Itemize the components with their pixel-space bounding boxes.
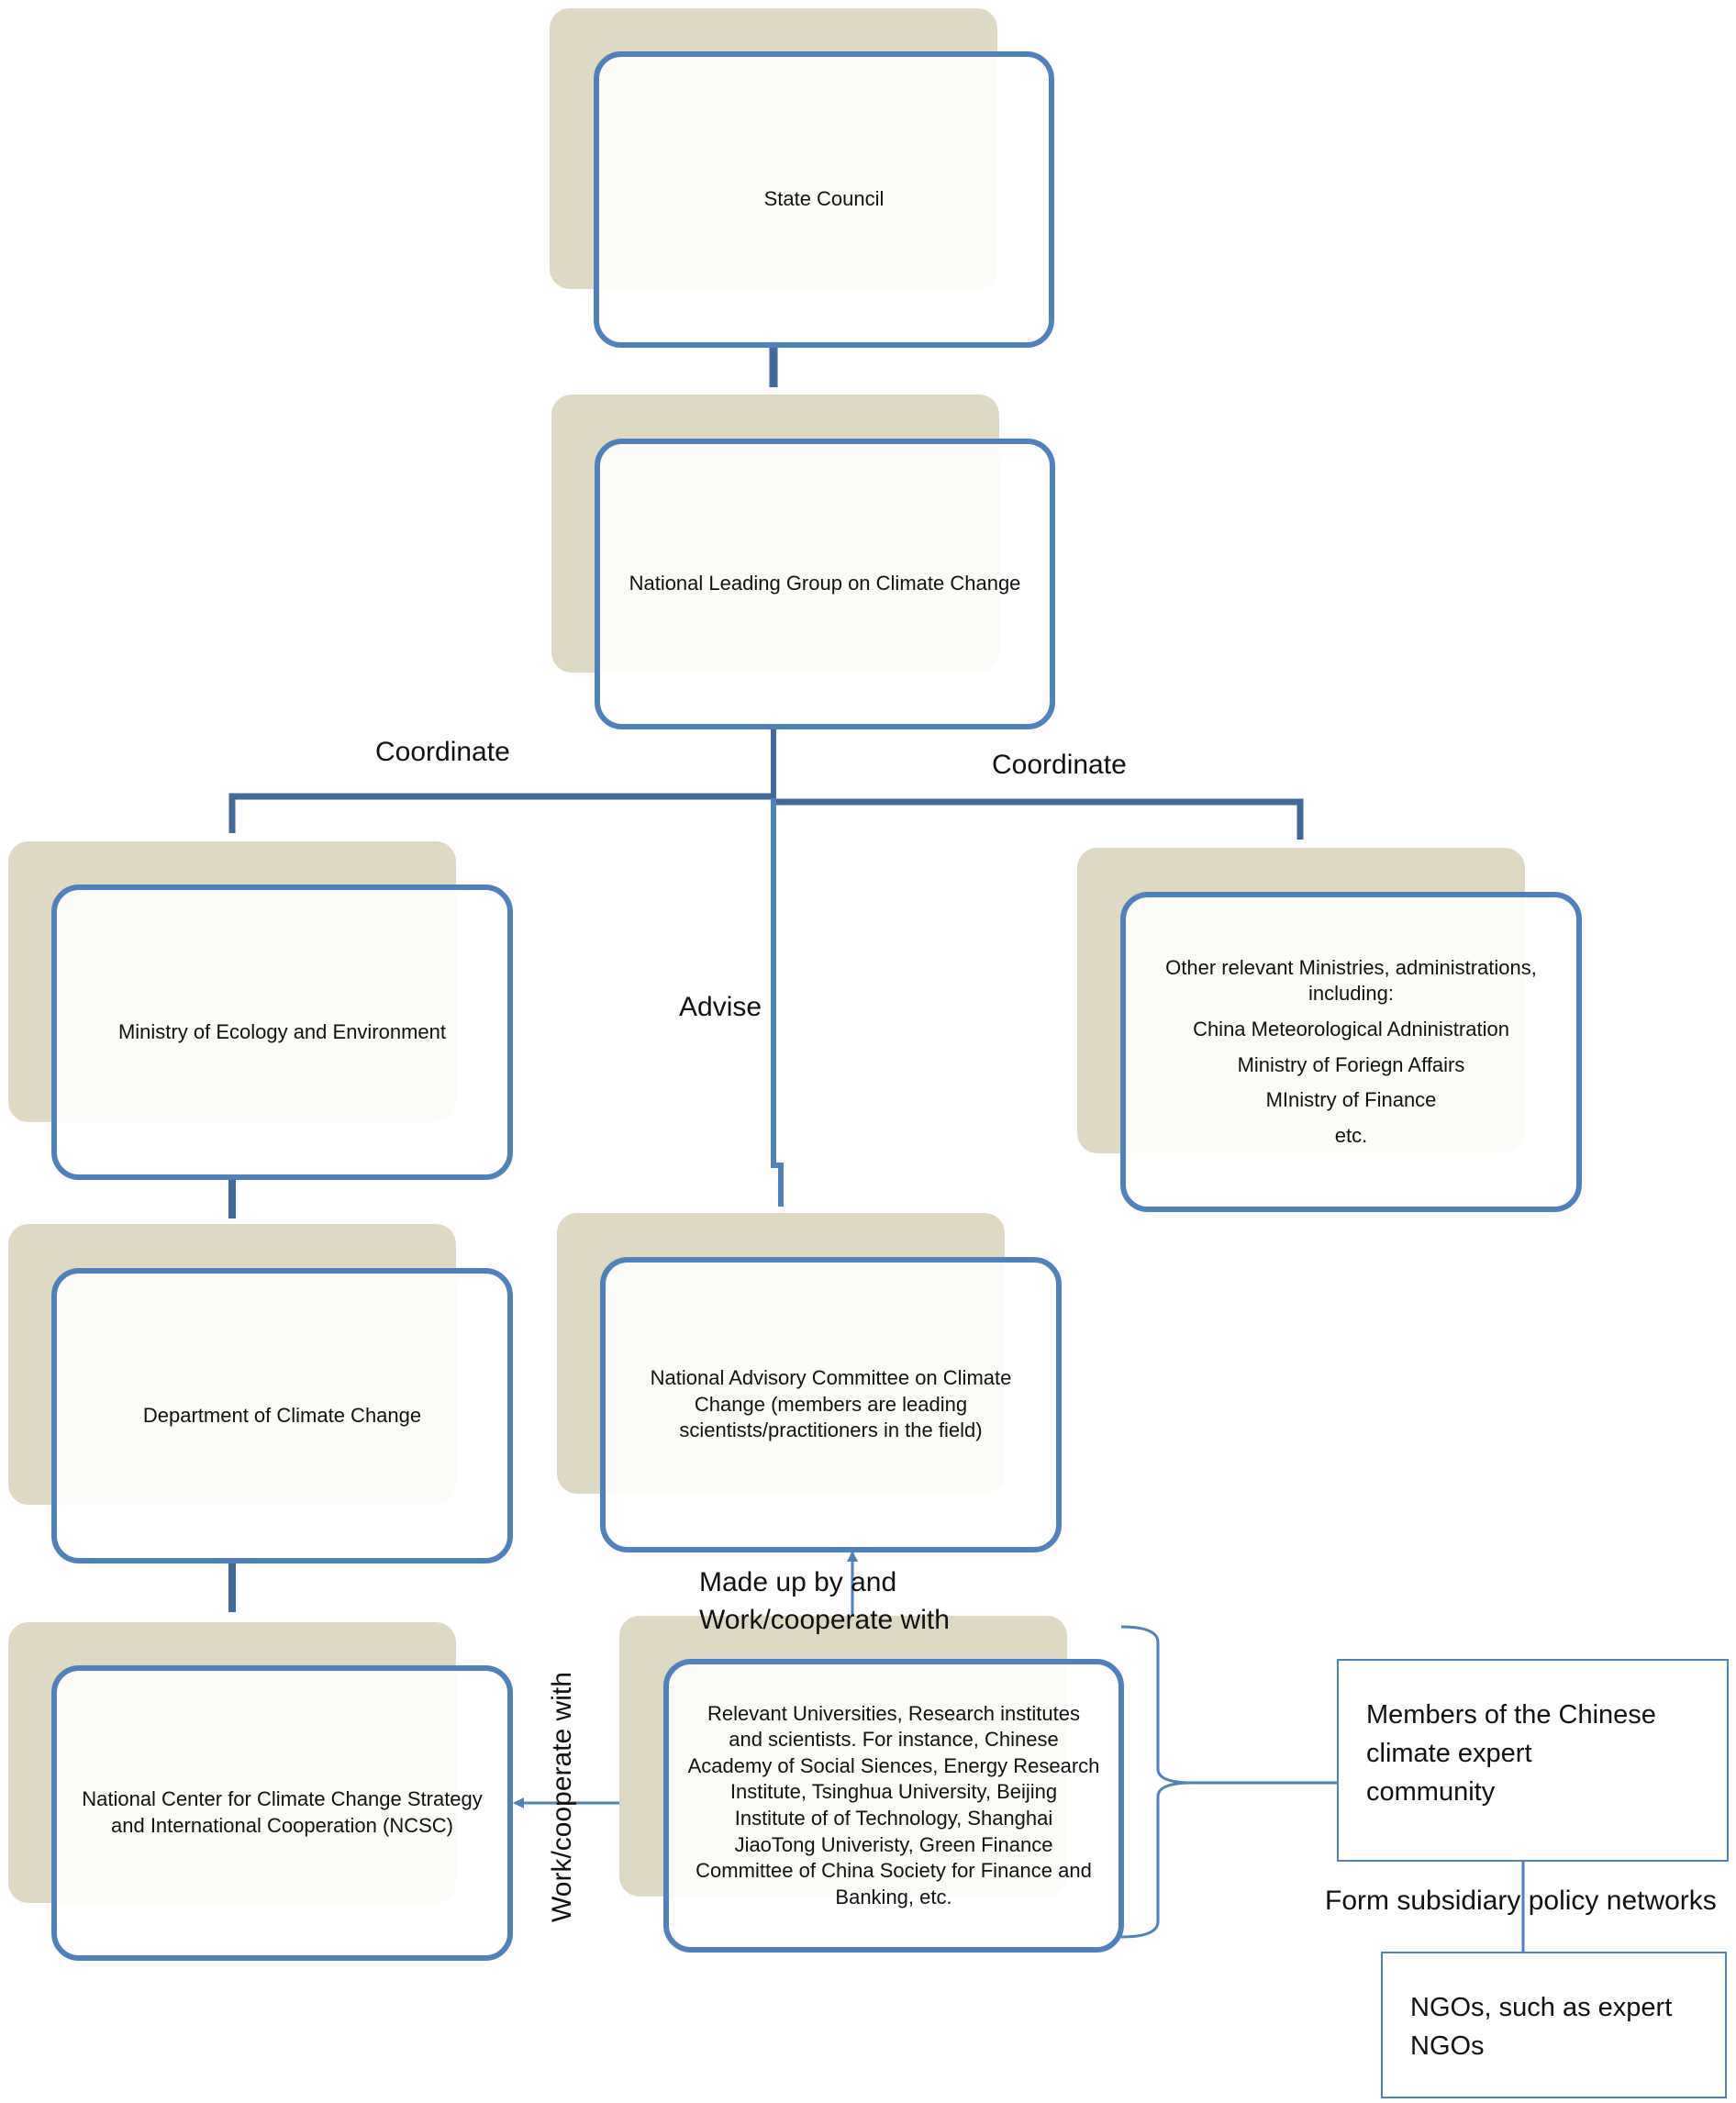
bracket-brace — [1120, 1625, 1194, 1939]
label-work-cooperate-with: Work/cooperate with — [547, 1672, 577, 1922]
universities-line-3: Academy of Social Siences, Energy Resear… — [687, 1753, 1100, 1777]
universities-line-7: Committee of China Society for Finance a… — [696, 1859, 1092, 1883]
ngos-line-2: NGOs — [1410, 2031, 1485, 2062]
universities-line-4: Institute, Tsinghua University, Beijing — [729, 1780, 1058, 1804]
node-nlgcc-label: National Leading Group on Climate Change — [629, 572, 1021, 595]
label-made-up-by-line-2: Work/cooperate with — [699, 1605, 950, 1635]
connector-coordinate-right — [773, 798, 1304, 840]
connector-advise — [771, 798, 784, 1207]
node-nacc: National Advisory Committee on Climate C… — [600, 1257, 1062, 1552]
connector-coordinate-left — [228, 793, 773, 833]
node-nlgcc: National Leading Group on Climate Change — [595, 439, 1055, 729]
label-advise: Advise — [679, 992, 762, 1022]
expert-community-line-3: community — [1366, 1777, 1496, 1808]
universities-line-6: JiaoTong Univeristy, Green Finance — [734, 1832, 1053, 1856]
nacc-line-3: scientists/practitioners in the field) — [679, 1419, 983, 1442]
other-ministries-line-6: etc. — [1334, 1123, 1368, 1147]
expert-community-line-1: Members of the Chinese — [1366, 1700, 1656, 1730]
ncsc-line-2: and International Cooperation (NCSC) — [111, 1814, 453, 1837]
node-universities: Relevant Universities, Research institut… — [663, 1659, 1124, 1953]
label-form-subsidiary: Form subsidiary policy networks — [1325, 1886, 1717, 1916]
node-mee: Ministry of Ecology and Environment — [51, 885, 513, 1180]
node-mee-label: Ministry of Ecology and Environment — [117, 1019, 447, 1043]
ncsc-line-1: National Center for Climate Change Strat… — [82, 1787, 483, 1811]
other-ministries-line-1: Other relevant Ministries, administratio… — [1165, 955, 1537, 979]
node-expert-community: Members of the Chinese climate expert co… — [1337, 1659, 1729, 1862]
node-state-council: State Council — [594, 51, 1054, 348]
universities-line-8: Banking, etc. — [835, 1885, 952, 1908]
universities-line-5: Institute of of Technology, Shanghai — [734, 1807, 1053, 1830]
nacc-line-2: Change (members are leading — [694, 1392, 968, 1416]
node-ncsc: National Center for Climate Change Strat… — [51, 1665, 513, 1961]
node-ngos: NGOs, such as expert NGOs — [1381, 1952, 1727, 2098]
universities-line-2: and scientists. For instance, Chinese — [729, 1728, 1059, 1752]
node-dcc: Department of Climate Change — [51, 1268, 513, 1563]
label-made-up-by-line-1: Made up by and — [699, 1567, 897, 1597]
expert-community-line-2: climate expert — [1366, 1739, 1532, 1769]
universities-line-1: Relevant Universities, Research institut… — [707, 1701, 1080, 1725]
other-ministries-line-2: including: — [1308, 982, 1394, 1006]
label-coordinate-left: Coordinate — [375, 737, 510, 767]
nacc-line-1: National Advisory Committee on Climate — [650, 1366, 1012, 1390]
ngos-line-1: NGOs, such as expert — [1410, 1993, 1673, 2022]
other-ministries-line-5: MInistry of Finance — [1265, 1088, 1437, 1112]
node-other-ministries: Other relevant Ministries, administratio… — [1120, 892, 1582, 1212]
node-dcc-label: Department of Climate Change — [142, 1403, 422, 1427]
other-ministries-line-4: Ministry of Foriegn Affairs — [1237, 1052, 1465, 1076]
node-state-council-label: State Council — [763, 187, 885, 211]
other-ministries-line-3: China Meteorological Adninistration — [1193, 1017, 1509, 1040]
label-coordinate-right: Coordinate — [992, 750, 1127, 780]
